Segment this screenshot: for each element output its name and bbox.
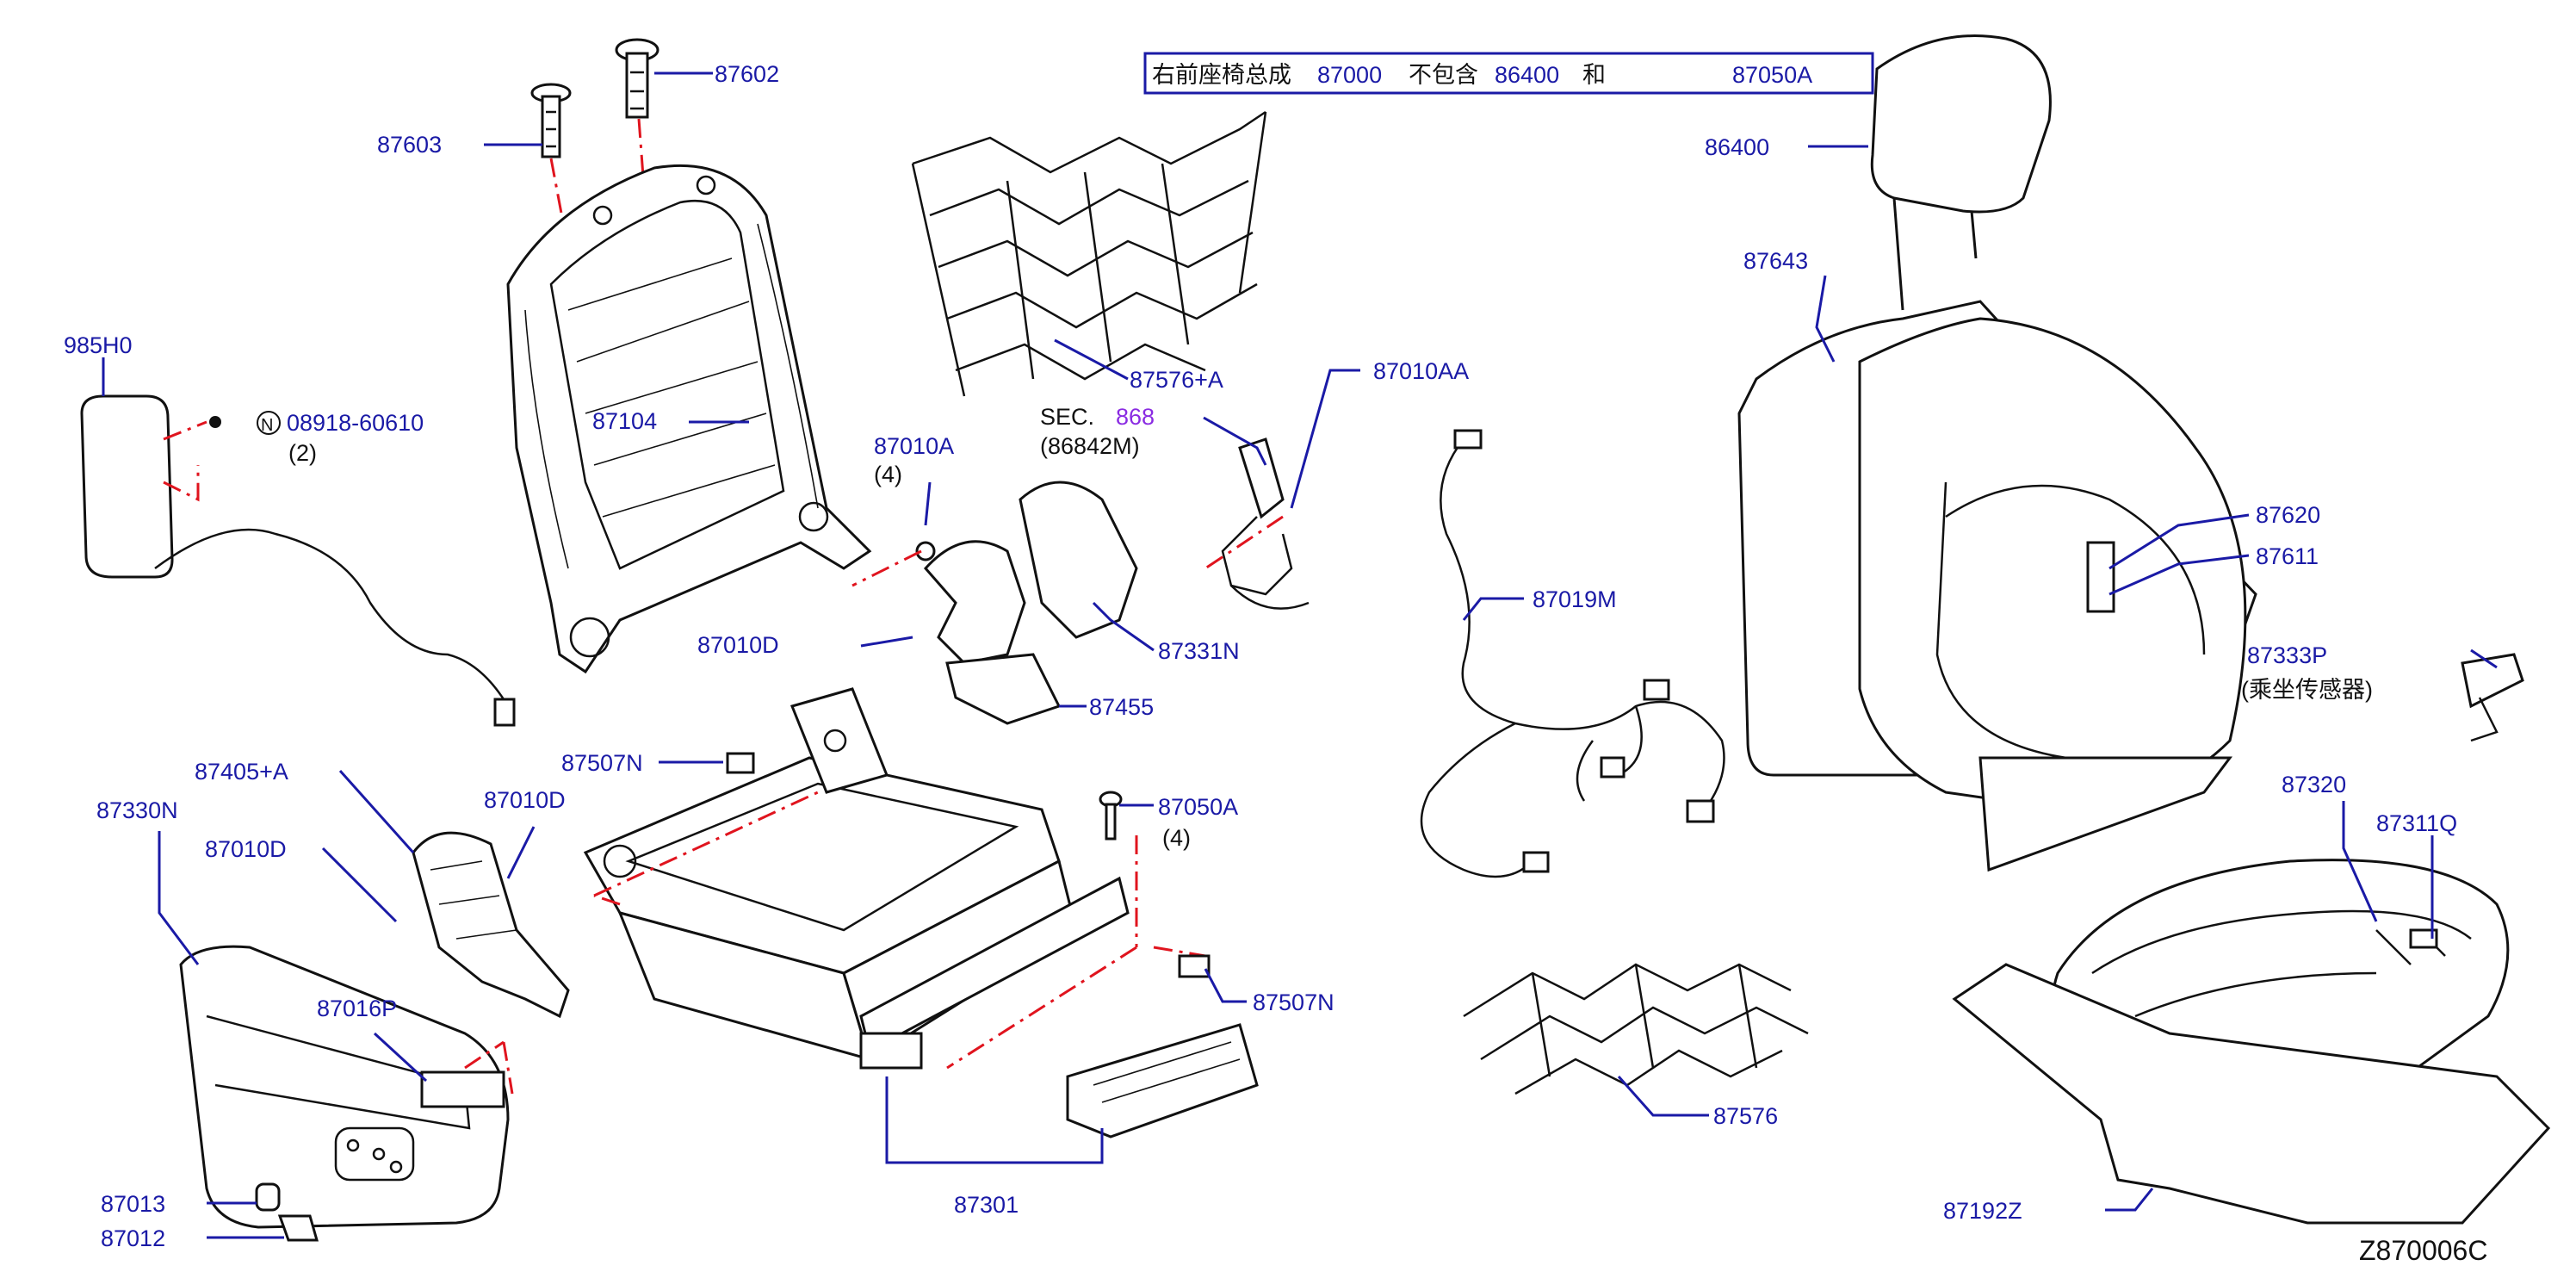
callout-87013[interactable]: 87013 (101, 1191, 165, 1217)
assembly-line (1204, 515, 1284, 570)
switch-knob-87012 (277, 1214, 319, 1242)
assembly-line (464, 1040, 514, 1095)
seat-back-frame-87104 (506, 164, 872, 674)
callout-87301[interactable]: 87301 (954, 1192, 1019, 1218)
callout-87019M[interactable]: 87019M (1533, 586, 1617, 612)
switch-knob-87013 (255, 1182, 281, 1212)
wire-harness-87019M (1420, 429, 1725, 878)
callout-87611[interactable]: 87611 (2256, 543, 2319, 569)
header-text-and: 和 (1582, 62, 1606, 88)
callout-87050A-qty: (4) (1162, 825, 1191, 851)
section-reference[interactable]: SEC. 868 (86842M) (1040, 404, 1155, 459)
section-number[interactable]: 868 (1116, 404, 1155, 430)
side-airbag-985H0 (80, 394, 516, 727)
callout-08918-60610-number[interactable]: 08918-60610 (287, 410, 424, 436)
headrest-86400 (1870, 34, 2052, 311)
seat-back-bracket (915, 481, 1138, 725)
recliner-mechanism-87405A (412, 831, 570, 1019)
callout-87050A[interactable]: 87050A (1158, 794, 1238, 820)
clip-87507N-bottom (1178, 954, 1211, 978)
callout-87455[interactable]: 87455 (1089, 694, 1154, 720)
callout-87507N-top[interactable]: 87507N (561, 750, 643, 776)
callout-87192Z[interactable]: 87192Z (1943, 1198, 2022, 1224)
callout-87333P-note: (乘坐传感器) (2241, 677, 2373, 703)
callout-87010A[interactable]: 87010A (874, 433, 954, 459)
callout-87330N[interactable]: 87330N (96, 797, 178, 823)
callout-87012[interactable]: 87012 (101, 1225, 165, 1251)
callout-985H0[interactable]: 985H0 (64, 332, 133, 358)
callout-87405A[interactable]: 87405+A (195, 759, 288, 785)
bolt-87050A (1099, 791, 1123, 841)
callout-87010D-top[interactable]: 87010D (697, 632, 779, 658)
callout-87643[interactable]: 87643 (1743, 248, 1808, 274)
header-text-mid: 不包含 (1409, 62, 1478, 88)
callout-08918-60610-qty: (2) (288, 440, 317, 466)
power-seat-unit (1066, 1023, 1259, 1138)
seat-back-cover (1737, 300, 2257, 872)
seat-cushion-frame-87301 (583, 687, 1130, 1070)
seat-side-cover-87330N (179, 945, 510, 1229)
callout-87507N-bottom[interactable]: 87507N (1253, 990, 1334, 1015)
header-part-main[interactable]: 87000 (1317, 62, 1382, 88)
section-label: SEC. (1040, 404, 1094, 430)
headrest-guide-pin-87602 (615, 38, 659, 119)
callout-86400[interactable]: 86400 (1705, 134, 1769, 160)
callout-87104[interactable]: 87104 (592, 408, 657, 434)
callout-87602[interactable]: 87602 (715, 61, 779, 87)
callout-87576A[interactable]: 87576+A (1130, 367, 1223, 393)
header-part-excluded-1[interactable]: 86400 (1495, 62, 1559, 88)
headrest-guide-pin-87603 (530, 83, 572, 158)
leader-lines (102, 71, 2498, 1239)
assembly-header: 右前座椅总成 87000 不包含 86400 和 87050A (1143, 52, 1874, 95)
seat-cushion-spring-87576 (1463, 963, 1809, 1095)
seat-back-spring-mat-87576A (911, 110, 1267, 397)
n-marker-icon: N (261, 416, 273, 435)
callout-08918-60610[interactable]: N 08918-60610 (2) (257, 410, 424, 466)
section-part: (86842M) (1040, 433, 1140, 459)
seat-belt-buckle (1221, 437, 1310, 610)
assembly-line (946, 835, 1206, 1070)
seat-switch-87016P (420, 1040, 514, 1108)
callout-87331N[interactable]: 87331N (1158, 638, 1240, 664)
callout-87333P[interactable]: 87333P (2247, 642, 2327, 668)
callout-87010AA[interactable]: 87010AA (1373, 358, 1469, 384)
assembly-line (637, 118, 646, 189)
header-text-prefix: 右前座椅总成 (1152, 62, 1291, 88)
header-part-excluded-2[interactable]: 87050A (1732, 62, 1812, 88)
seat-cushion-pad-87192Z (1952, 963, 2551, 1225)
clip-87507N-top (726, 752, 755, 774)
callout-87010D-left[interactable]: 87010D (205, 836, 287, 862)
callout-87010A-qty: (4) (874, 462, 902, 487)
assembly-line (851, 549, 922, 587)
occupant-sensor-87333P (2461, 653, 2524, 742)
assembly-line (593, 791, 819, 906)
callout-87320[interactable]: 87320 (2282, 772, 2346, 797)
callout-87603[interactable]: 87603 (377, 132, 442, 158)
diagram-id: Z870006C (2359, 1235, 2487, 1266)
callout-87016P[interactable]: 87016P (317, 996, 397, 1021)
callout-87620[interactable]: 87620 (2256, 502, 2320, 528)
callout-87576[interactable]: 87576 (1713, 1103, 1778, 1129)
callout-87311Q[interactable]: 87311Q (2376, 810, 2457, 836)
callout-87010D-mid[interactable]: 87010D (484, 787, 566, 813)
